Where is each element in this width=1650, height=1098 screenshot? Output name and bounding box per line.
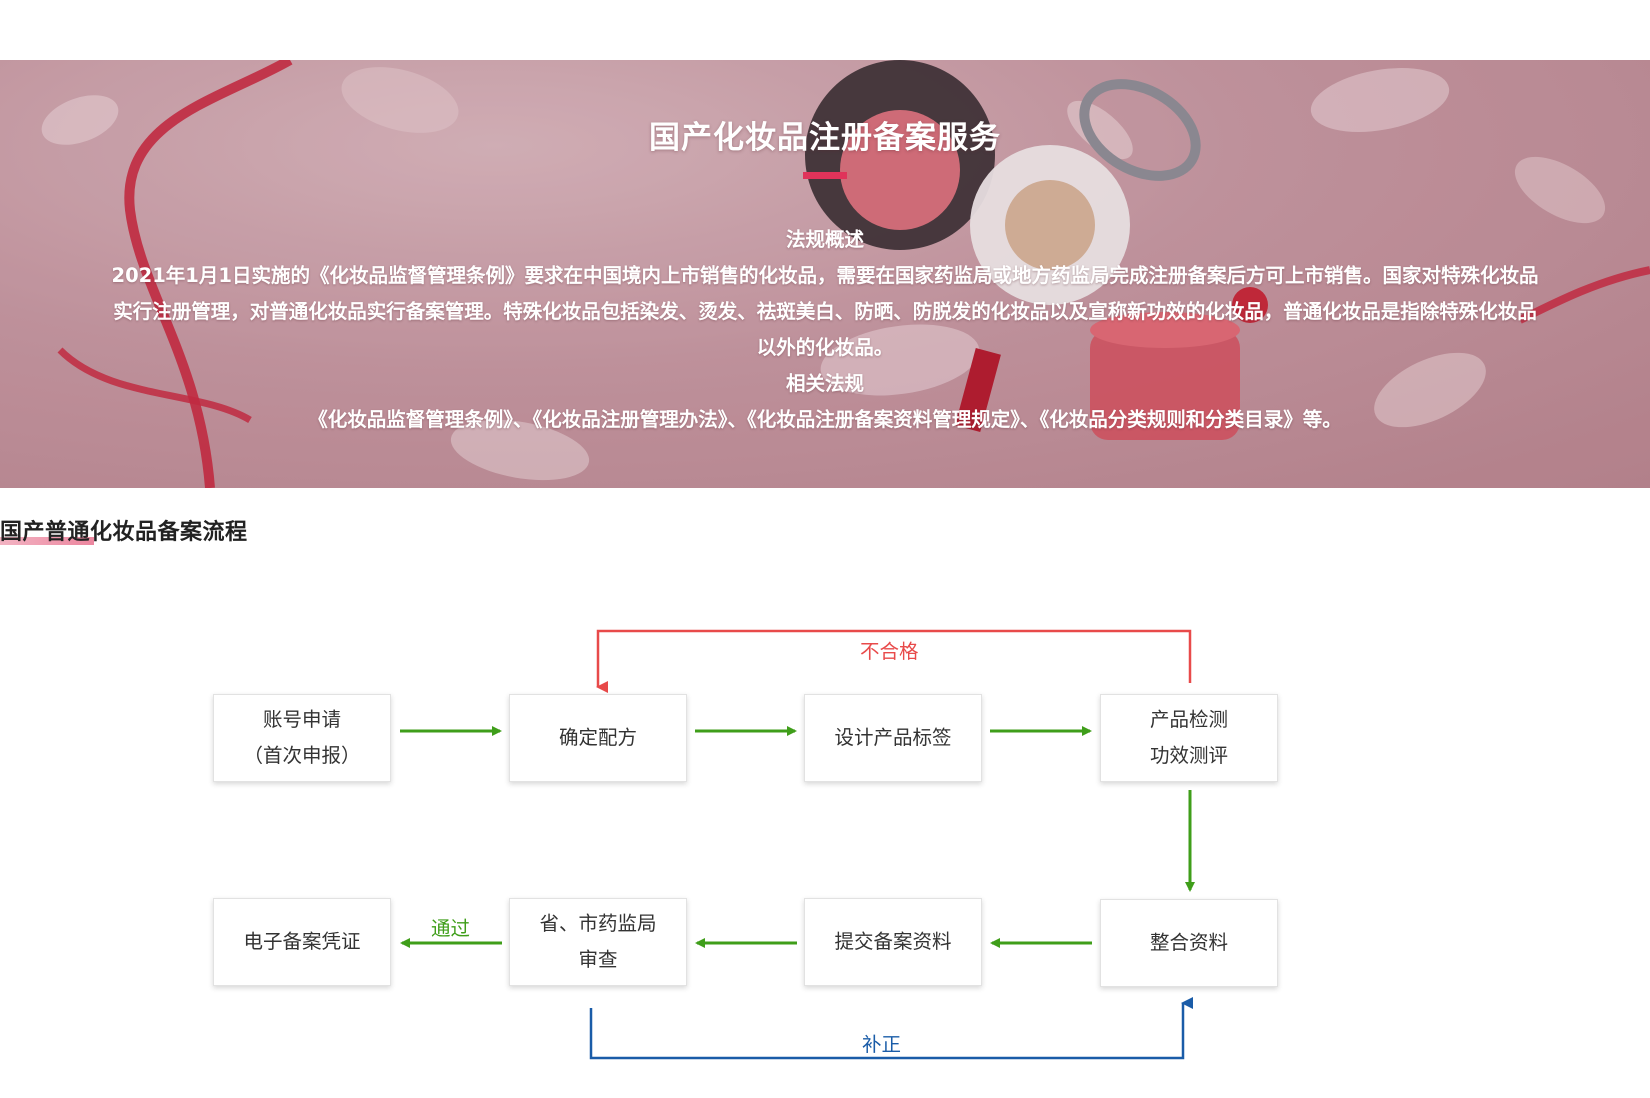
banner-description: 法规概述 2021年1月1日实施的《化妆品监督管理条例》要求在中国境内上市销售的… bbox=[100, 222, 1550, 438]
step-authority-review: 省、市药监局 审查 bbox=[509, 898, 687, 986]
laws-heading: 相关法规 bbox=[785, 372, 864, 395]
arrow-unqualified-loop bbox=[596, 629, 1192, 693]
step-label-line1: 设计产品标签 bbox=[834, 726, 952, 749]
step-account-line2: （首次申报） bbox=[243, 744, 361, 767]
section-title: 国产普通化妆品备案流程 bbox=[0, 520, 248, 545]
step-certificate-line1: 电子备案凭证 bbox=[243, 930, 361, 953]
step-account-line1: 账号申请 bbox=[262, 708, 341, 731]
label-unqualified: 不合格 bbox=[860, 640, 919, 663]
step-submit-line1: 提交备案资料 bbox=[834, 930, 952, 953]
banner-title: 国产化妆品注册备案服务 bbox=[649, 120, 1001, 156]
step-review-line2: 审查 bbox=[578, 948, 618, 971]
step-submit-filing: 提交备案资料 bbox=[804, 898, 982, 986]
step-design-label: 设计产品标签 bbox=[804, 694, 982, 782]
step-integrate-materials: 整合资料 bbox=[1100, 899, 1278, 987]
step-testing-line1: 产品检测 bbox=[1149, 708, 1228, 731]
title-underline bbox=[803, 172, 847, 179]
step-testing-line2: 功效测评 bbox=[1149, 744, 1228, 767]
label-passed: 通过 bbox=[431, 917, 471, 940]
step-review-line1: 省、市药监局 bbox=[539, 912, 657, 935]
step-account-application: 账号申请 （首次申报） bbox=[213, 694, 391, 782]
step-formula-line1: 确定配方 bbox=[558, 726, 637, 749]
step-integrate-line1: 整合资料 bbox=[1149, 931, 1228, 954]
label-supplement: 补正 bbox=[862, 1033, 902, 1056]
overview-heading: 法规概述 bbox=[785, 228, 864, 251]
step-confirm-formula: 确定配方 bbox=[509, 694, 687, 782]
step-product-testing: 产品检测 功效测评 bbox=[1100, 694, 1278, 782]
overview-text: 2021年1月1日实施的《化妆品监督管理条例》要求在中国境内上市销售的化妆品，需… bbox=[111, 264, 1539, 359]
step-electronic-certificate: 电子备案凭证 bbox=[213, 898, 391, 986]
arrow-supplement-loop bbox=[589, 997, 1193, 1060]
section-title-underline bbox=[0, 537, 94, 545]
cosmetics-background-image bbox=[41, 60, 1650, 488]
laws-text: 《化妆品监督管理条例》、《化妆品注册管理办法》、《化妆品注册备案资料管理规定》、… bbox=[308, 408, 1342, 431]
hero-banner: 国产化妆品注册备案服务 法规概述 2021年1月1日实施的《化妆品监督管理条例》… bbox=[0, 60, 1650, 488]
